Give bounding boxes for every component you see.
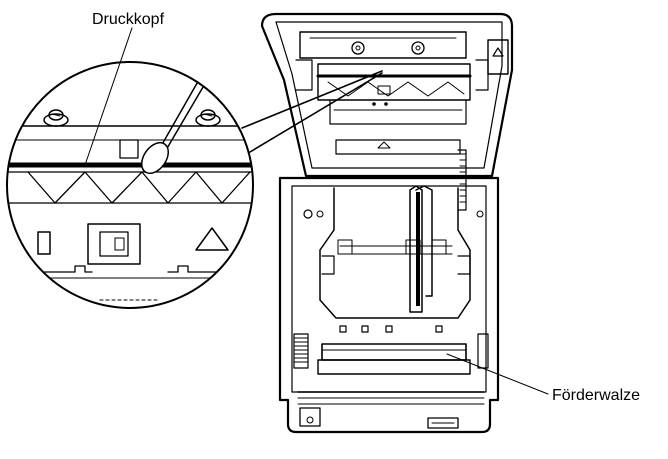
print-head-label: Druckkopf bbox=[92, 11, 165, 28]
cover-screw-left bbox=[351, 41, 365, 55]
screw-right bbox=[195, 109, 221, 127]
feed-roller-label-group: Förderwalze bbox=[446, 353, 640, 404]
feed-roller bbox=[317, 343, 471, 375]
printer-base bbox=[278, 176, 500, 434]
cover-open-button bbox=[487, 39, 509, 75]
feed-roller-label: Förderwalze bbox=[552, 387, 640, 404]
printer-body bbox=[260, 12, 514, 434]
print-head-leader bbox=[84, 27, 133, 166]
gear-wheel bbox=[293, 333, 489, 369]
cotton-swab bbox=[140, 77, 207, 175]
print-head-zoom-callout bbox=[6, 61, 383, 309]
printer-cover bbox=[260, 12, 514, 178]
feed-roller-leader bbox=[446, 353, 549, 395]
print-head-label-group: Druckkopf bbox=[84, 11, 165, 166]
screw-left bbox=[43, 109, 69, 127]
cover-screw-right bbox=[411, 41, 425, 55]
paper-guide bbox=[409, 185, 433, 313]
